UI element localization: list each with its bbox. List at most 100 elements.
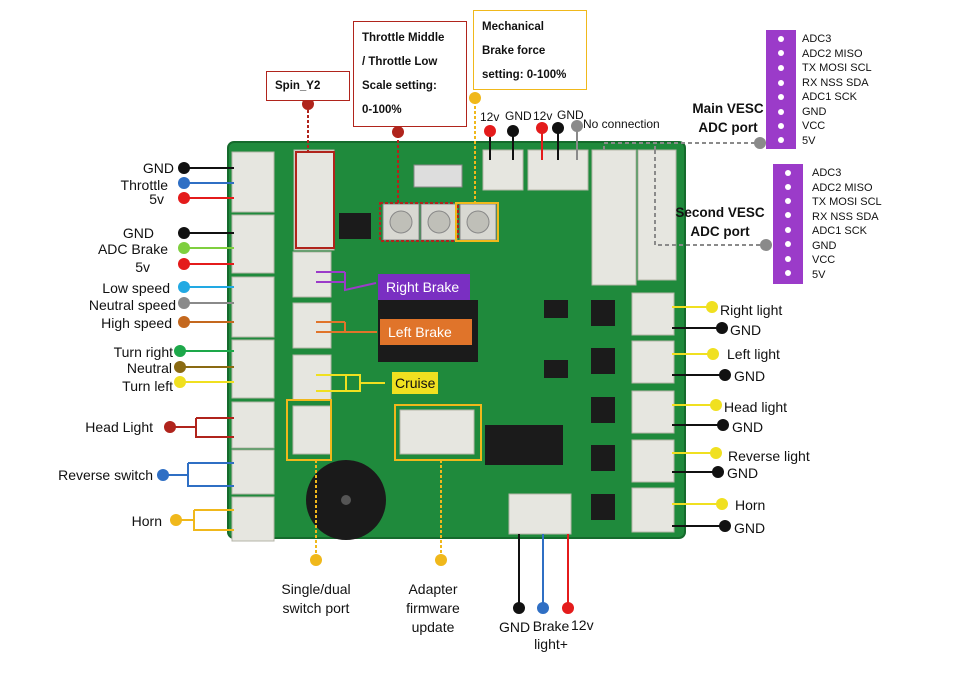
label-gnd-d: GND <box>727 465 759 481</box>
label-reverse-light: Reverse light <box>728 448 810 464</box>
small-chip <box>339 213 371 239</box>
adapter-label: Adapter firmware update <box>390 580 476 637</box>
second-pin-5v: 5V <box>812 268 826 281</box>
bottom-dots <box>310 554 574 614</box>
label-top-12v-a: 12v <box>480 110 500 124</box>
bottom-gnd-label: GND <box>499 619 531 635</box>
mech-bracket <box>455 202 499 242</box>
brake-light-line-1: Brake <box>532 618 570 634</box>
label-neutral: Neutral <box>126 360 172 376</box>
label-adc-brake: ADC Brake <box>97 241 168 257</box>
second-vesc-title-line-2: ADC port <box>690 224 750 239</box>
label-high-speed: High speed <box>101 315 172 331</box>
main-vesc-pins: ADC3 ADC2 MISO TX MOSI SCL RX NSS SDA AD… <box>802 32 872 148</box>
mech-line-1: Mechanical <box>482 21 544 33</box>
label-left-light: Left light <box>727 346 780 362</box>
throttle-line-2: / Throttle Low <box>362 56 438 68</box>
label-no-connection: No connection <box>583 117 660 131</box>
bottom-12v-label: 12v <box>571 617 594 633</box>
single-dual-line-2: switch port <box>282 600 350 616</box>
adapter-line-2: firmware <box>406 600 460 616</box>
mechanical-box: Mechanical Brake force setting: 0-100% <box>473 10 587 90</box>
right-leaders <box>672 306 725 527</box>
right-dots <box>706 301 731 532</box>
second-pin-rx: RX NSS SDA <box>812 210 879 223</box>
main-pin-tx: TX MOSI SCL <box>802 62 872 74</box>
label-top-gnd-a: GND <box>505 109 532 123</box>
right-connectors <box>631 292 675 533</box>
left-dots <box>157 162 190 526</box>
label-gnd-e: GND <box>734 520 766 536</box>
second-vesc-title-line-1: Second VESC <box>675 205 765 220</box>
brake-light-line-2: light+ <box>534 636 568 652</box>
label-top-gnd-b: GND <box>557 108 584 122</box>
adapter-line-3: update <box>411 619 455 635</box>
label-horn-left: Horn <box>131 513 162 529</box>
second-vesc-pins: ADC3 ADC2 MISO TX MOSI SCL RX NSS SDA AD… <box>812 166 882 282</box>
throttle-bracket <box>379 202 459 242</box>
label-5v-1: 5v <box>149 191 164 207</box>
switch-port-bracket <box>286 399 332 461</box>
label-gnd-c: GND <box>732 419 764 435</box>
brake-light-label: Brake light+ <box>526 617 576 653</box>
second-pin-gnd: GND <box>812 239 837 252</box>
mosfets <box>544 300 615 520</box>
main-pin-gnd: GND <box>802 105 827 118</box>
label-5v-2: 5v <box>135 259 150 275</box>
second-vesc-header <box>773 164 803 284</box>
top-connectors <box>482 149 677 286</box>
throttle-line-4: 0-100% <box>362 104 402 116</box>
left-brake-bracket <box>316 321 377 333</box>
right-brake-bracket <box>316 271 377 292</box>
label-head-light-right: Head light <box>724 399 788 415</box>
main-vesc-title-line-1: Main VESC <box>692 101 764 116</box>
spin-y2-text: Spin_Y2 <box>275 80 321 92</box>
label-gnd-2: GND <box>122 225 154 241</box>
bottom-leaders <box>315 460 569 605</box>
main-pin-5v: 5V <box>802 134 816 147</box>
throttle-middle-box: Throttle Middle / Throttle Low Scale set… <box>353 21 467 127</box>
main-pin-adc3: ADC3 <box>802 33 832 45</box>
throttle-line-3: Scale setting: <box>362 80 437 92</box>
cruise-tag: Cruise <box>392 372 438 394</box>
main-vesc-title-line-2: ADC port <box>698 120 758 135</box>
label-horn-right: Horn <box>735 497 766 513</box>
label-throttle: Throttle <box>120 177 168 193</box>
throttle-line-1: Throttle Middle <box>362 32 445 44</box>
brake-light-connector <box>508 493 572 535</box>
label-low-speed: Low speed <box>102 280 170 296</box>
main-pin-adc1: ADC1 SCK <box>802 91 858 103</box>
dip-switch <box>413 164 463 188</box>
mech-line-2: Brake force <box>482 45 546 57</box>
label-head-light: Head Light <box>85 419 153 435</box>
label-top-12v-b: 12v <box>533 109 553 123</box>
inner-connectors <box>292 149 335 455</box>
mech-line-3: setting: 0-100% <box>482 69 567 81</box>
second-vesc-title: Second VESC ADC port <box>668 203 772 241</box>
top-dots <box>302 92 583 138</box>
second-vesc-leader <box>654 143 766 246</box>
second-pin-vcc: VCC <box>812 254 836 266</box>
potentiometers <box>382 203 497 241</box>
adapter-line-1: Adapter <box>408 581 458 597</box>
left-connectors <box>231 151 275 542</box>
spin-y2-box: Spin_Y2 <box>266 71 350 101</box>
single-dual-line-1: Single/dual <box>281 581 351 597</box>
label-turn-left: Turn left <box>122 378 173 394</box>
label-neutral-speed: Neutral speed <box>88 297 176 313</box>
main-vesc-title: Main VESC ADC port <box>676 99 780 137</box>
label-reverse-switch: Reverse switch <box>58 467 153 483</box>
spin-bracket <box>295 151 335 249</box>
main-vesc-leader <box>603 142 760 150</box>
label-gnd-1: GND <box>142 160 174 176</box>
main-vesc-header <box>766 30 796 149</box>
label-gnd-a: GND <box>730 322 762 338</box>
main-pin-adc2: ADC2 MISO <box>802 47 863 60</box>
adapter-bracket <box>394 404 482 461</box>
right-brake-tag: Right Brake <box>378 274 470 300</box>
label-turn-right: Turn right <box>113 344 173 360</box>
single-dual-label: Single/dual switch port <box>258 580 374 618</box>
driver-chip <box>485 425 563 465</box>
label-right-light: Right light <box>720 302 783 318</box>
